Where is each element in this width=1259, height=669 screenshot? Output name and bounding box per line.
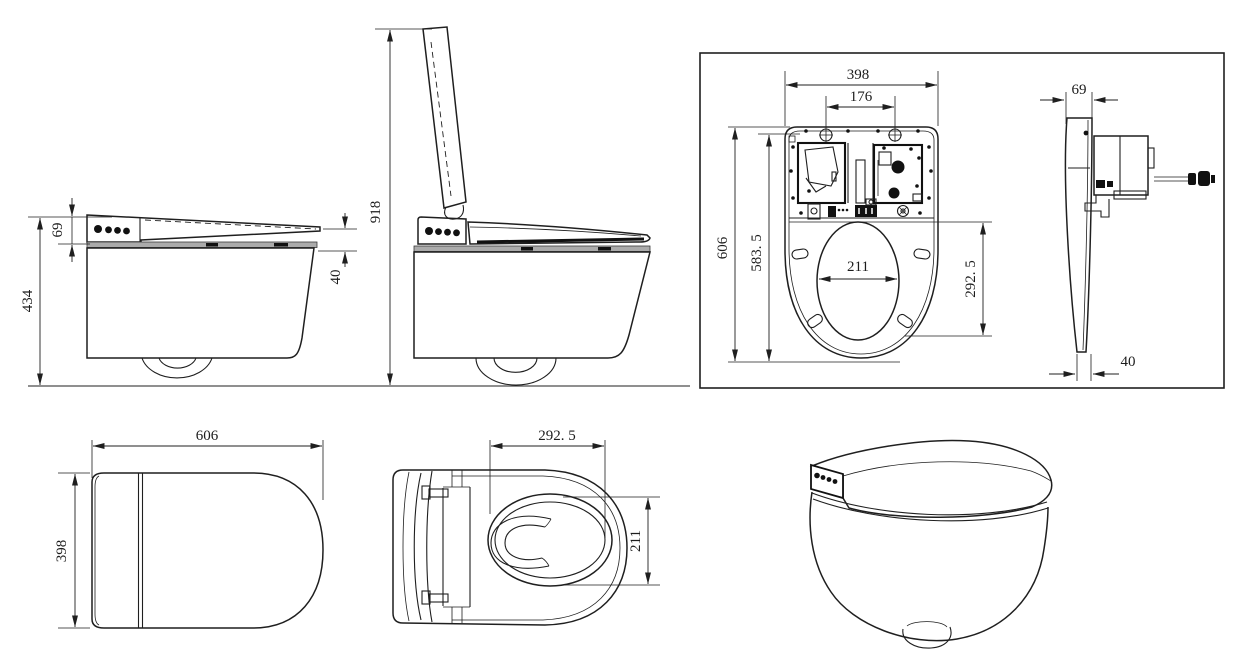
detail-box-border [699,52,1225,389]
dimension-434: 434 [20,216,112,386]
raised-lid-edge [402,470,433,623]
pump-compartment [872,143,924,205]
dimension-583-5-body-length: 583. 5 [749,133,800,362]
dimension-398-width: 398 [54,472,90,629]
dimension-211-bowl-width: 211 [563,496,660,586]
view-top-internal: 398 176 606 583. 5 [715,67,992,363]
dim-label-rear-height: 69 [50,223,66,238]
flush-valve-compartment [796,141,847,205]
dimension-176-bolt-spacing: 176 [825,89,896,128]
view-top-open: 292. 5 211 [392,428,660,626]
bowl-inner [494,501,606,579]
center-channel [855,159,866,204]
control-buttons-icon [425,227,460,237]
dim-label-top-thickness: 69 [1072,82,1087,98]
bowl-opening [816,221,900,341]
dim-label-overall-height: 434 [20,289,36,312]
dim-label-bowl-length: 292. 5 [538,428,576,444]
seat-bumper-slots [791,248,931,329]
dim-label-bolt-spacing: 176 [850,89,873,105]
bowl-rim [487,493,613,587]
power-cable [1154,171,1215,186]
dim-label-width: 398 [54,540,70,563]
drive-unit [1084,135,1215,218]
dim-label-length: 606 [196,428,219,444]
dim-label-width: 398 [847,67,870,83]
dim-label-bottom-clearance: 40 [1121,354,1136,370]
connector-block [807,198,910,220]
control-buttons-icon [814,472,838,484]
hinge-assembly [421,470,471,623]
dim-label-bowl-length: 292. 5 [963,260,979,298]
dimension-292-5-bowl-length: 292. 5 [905,222,992,337]
dimension-292-5-bowl-length: 292. 5 [489,428,606,538]
view-perspective [809,439,1053,649]
control-buttons-icon [94,225,130,235]
dimension-918: 918 [368,28,432,386]
dimension-40-clearance: 40 [1049,354,1136,381]
detail-box: 398 176 606 583. 5 [699,52,1225,389]
dimension-606-length: 606 [715,126,900,363]
mount-bolt-holes [819,128,902,142]
dim-label-open-height: 918 [368,201,384,224]
dim-label-seat-edge-drop: 40 [328,270,344,285]
dim-label-bowl-width: 211 [628,530,644,552]
dimension-398-width: 398 [784,67,939,126]
sump-outline [490,515,552,569]
dimension-69-rear: 69 [50,198,90,262]
view-side-closed: 434 69 40 [20,198,357,386]
view-seat-profile: 69 40 [1040,82,1215,381]
view-top-closed: 606 398 [54,428,324,629]
view-side-open: 918 [368,26,651,386]
dimension-69-thickness: 69 [1040,82,1118,124]
dimension-211-bowl-width: 211 [818,259,898,282]
dim-label-bowl-width: 211 [847,259,869,275]
dim-label-body-length: 583. 5 [749,234,765,272]
control-panel [810,463,844,500]
dimension-606-length: 606 [91,428,324,500]
dimension-40-seat-edge: 40 [318,213,357,285]
dim-label-length: 606 [715,236,731,259]
screw-dots [789,129,933,215]
drain-outlet [902,621,952,649]
